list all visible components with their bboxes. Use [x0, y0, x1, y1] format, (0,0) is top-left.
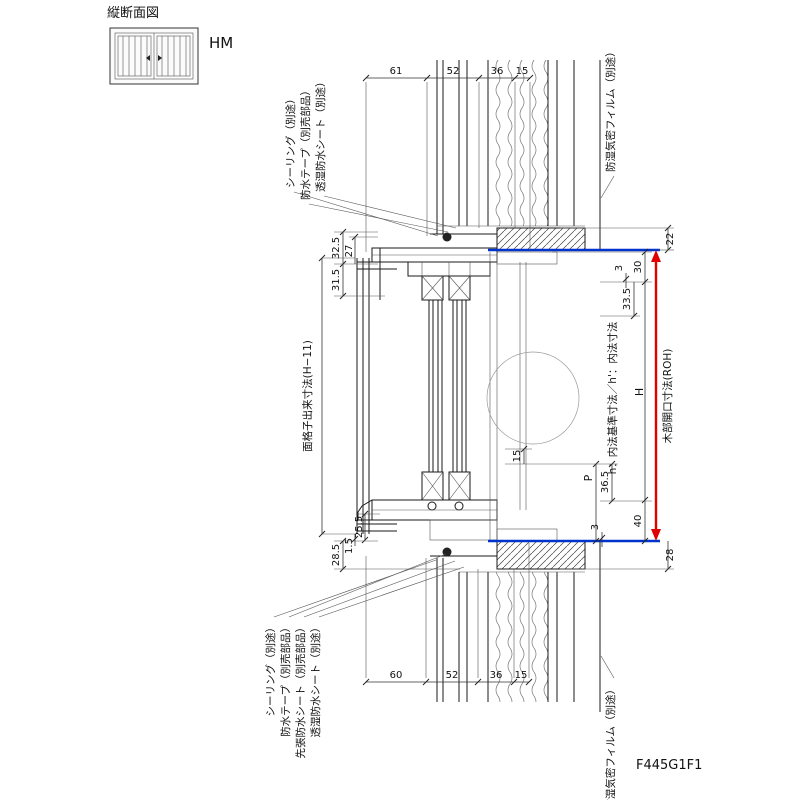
label-grille-dimension: 面格子出来寸法(H−11)	[301, 340, 314, 452]
dim-right-22: 22	[665, 233, 676, 246]
dim-left-25-5: 25.5	[354, 516, 365, 538]
slide-arrow-right-icon	[158, 55, 162, 61]
dim-top-61: 61	[390, 66, 403, 77]
rough-opening-arrow	[651, 250, 661, 541]
window-elevation-icon	[109, 27, 199, 85]
label-vapor-film-bottom: 防湿気密フィルム（別途）	[604, 684, 617, 800]
dim-left-31-5: 31.5	[331, 269, 342, 291]
dim-right-30: 30	[633, 261, 644, 274]
dim-right-33-5: 33.5	[622, 288, 633, 310]
dim-mid-15: 15	[512, 450, 523, 463]
dim-right-40: 40	[633, 515, 644, 528]
label-sealing-bottom: シーリング（別途）	[264, 622, 277, 717]
dim-bottom-36: 36	[490, 670, 503, 681]
dimension-lines	[318, 74, 674, 686]
dim-top-36: 36	[491, 66, 504, 77]
sill-lumber	[496, 540, 586, 570]
label-sealing-top: シーリング（別途）	[284, 94, 297, 189]
dim-left-1-5: 1.5	[344, 538, 355, 554]
label-pre-waterproof-sheet-bottom: 先張防水シート（別売部品）	[294, 622, 307, 759]
face-grille	[356, 258, 397, 534]
dim-left-27: 27	[344, 245, 355, 258]
dim-bottom-15: 15	[515, 670, 528, 681]
label-vapor-film-top: 防湿気密フィルム（別途）	[604, 46, 617, 172]
dim-top-52: 52	[447, 66, 460, 77]
opening-highlight	[488, 248, 660, 543]
dim-right-36-5: 36.5	[600, 471, 611, 493]
drawing-code: HM	[209, 34, 233, 52]
bottom-wall-section	[436, 540, 601, 712]
dim-P: P	[582, 474, 595, 481]
dim-bottom-60: 60	[390, 670, 403, 681]
label-breathable-sheet-top: 透湿防水シート（別途）	[314, 77, 327, 193]
annotation-labels: シーリング（別途） 防水テープ（別売部品） 透湿防水シート（別途） 防湿気密フィ…	[264, 46, 674, 800]
dim-right-3-lower: 3	[590, 524, 601, 530]
dim-right-28: 28	[665, 549, 676, 562]
dim-right-3-upper: 3	[614, 265, 625, 271]
label-inner-reference: h：内法基準寸法／h'：内法寸法	[606, 322, 619, 475]
label-waterproof-tape-top: 防水テープ（別売部品）	[299, 85, 312, 200]
leader-lines	[273, 175, 615, 679]
sealant-top	[442, 232, 452, 242]
top-wall-section	[436, 60, 601, 251]
slide-arrow-left-icon	[146, 55, 150, 61]
glazing-lines	[428, 300, 467, 472]
dim-bottom-52: 52	[446, 670, 459, 681]
label-waterproof-tape-bottom: 防水テープ（別売部品）	[279, 622, 292, 737]
label-rough-opening: 木部開口寸法(ROH)	[661, 349, 674, 444]
operator-swing-arc	[486, 351, 580, 445]
dim-top-15: 15	[516, 66, 529, 77]
drawing-title: 縦断面図	[107, 6, 159, 21]
window-frame-section	[356, 232, 580, 557]
drawing-number: F445G1F1	[636, 758, 702, 773]
dim-H: H	[633, 388, 646, 396]
label-breathable-sheet-bottom: 透湿防水シート（別途）	[309, 622, 322, 738]
header-lumber	[496, 227, 586, 251]
dim-left-28-5: 28.5	[331, 544, 342, 566]
dimension-texts: 61 52 36 15 60 52 36 15 32.5 27 31.5 28.…	[331, 66, 676, 681]
dim-left-32-5: 32.5	[331, 237, 342, 259]
